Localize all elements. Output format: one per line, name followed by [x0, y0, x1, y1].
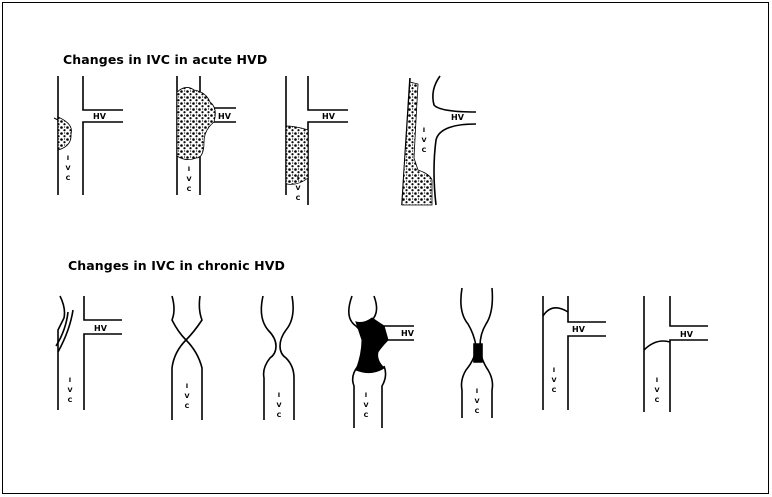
ivc-letter: I — [69, 376, 71, 384]
hv-label: HV — [94, 324, 108, 333]
ivc-label: IVC — [551, 366, 556, 394]
ivc-letter: C — [552, 386, 557, 394]
ivc-letter: C — [277, 411, 282, 419]
ivc-label: IVC — [421, 126, 426, 154]
ivc-letter: C — [66, 174, 71, 182]
hv-lower-wall — [308, 122, 348, 205]
ivc-right-wall — [280, 296, 294, 420]
ivc-upper-right-wall — [372, 296, 377, 320]
ivc-letter: C — [475, 407, 480, 415]
ivc-letter: C — [655, 396, 660, 404]
ivc-label: IVC — [186, 165, 191, 193]
chronic-diagram-1 — [56, 296, 122, 410]
thrombus-chronic — [356, 318, 388, 373]
hv-label: HV — [451, 113, 465, 122]
ivc-letter: V — [276, 401, 281, 409]
ivc-label: IVC — [276, 391, 281, 419]
ivc-letter: C — [68, 396, 73, 404]
hv-lower-wall — [434, 124, 476, 205]
ivc-letter: V — [184, 392, 189, 400]
hv-lower-wall — [568, 336, 606, 410]
acute-diagram-1 — [54, 76, 123, 195]
chronic-diagram-4 — [349, 296, 414, 428]
thrombus-hv-ostium — [177, 87, 215, 159]
hv-upper-wall — [308, 76, 348, 110]
hv-upper-wall — [433, 76, 476, 112]
ivc-letter: V — [551, 376, 556, 384]
hv-upper-wall — [670, 296, 708, 326]
hv-label: HV — [401, 329, 415, 338]
acute-diagram-4 — [402, 76, 476, 205]
ivc-letter: I — [278, 391, 280, 399]
ivc-letter: I — [553, 366, 555, 374]
ivc-letter: V — [363, 401, 368, 409]
ivc-letter: V — [186, 175, 191, 183]
ivc-letter: I — [423, 126, 425, 134]
web-line — [58, 310, 73, 352]
hv-label: HV — [93, 112, 107, 121]
hv-label: HV — [572, 325, 586, 334]
ivc-letter: C — [296, 194, 301, 202]
chronic-diagram-7 — [644, 296, 708, 412]
web-occlusion — [474, 344, 482, 362]
ivc-letter: I — [476, 387, 478, 395]
hv-upper-wall — [568, 296, 606, 322]
thrombus-extensive — [402, 82, 432, 205]
hv-lower-wall — [83, 122, 123, 195]
ivc-letter: C — [185, 402, 190, 410]
thrombus-small — [58, 117, 71, 150]
ivc-label: IVC — [67, 376, 72, 404]
hv-upper-wall — [84, 296, 122, 320]
ivc-left-wall — [261, 296, 276, 420]
ivc-letter: C — [364, 411, 369, 419]
hv-label: HV — [322, 112, 336, 121]
hv-label: HV — [680, 330, 694, 339]
ivc-letter: C — [187, 185, 192, 193]
ivc-letter: V — [67, 386, 72, 394]
ivc-letter: I — [67, 154, 69, 162]
ivc-letter: V — [654, 386, 659, 394]
hv-upper-wall — [83, 76, 123, 110]
ivc-letter: V — [295, 184, 300, 192]
ivc-letter: I — [186, 382, 188, 390]
ivc-label: IVC — [184, 382, 189, 410]
ivc-label: IVC — [474, 387, 479, 415]
ivc-label: IVC — [654, 376, 659, 404]
ivc-letter: V — [65, 164, 70, 172]
ivc-right-wall — [382, 366, 386, 428]
ivc-letter: I — [297, 174, 299, 182]
ivc-letter: V — [421, 136, 426, 144]
membrane — [543, 308, 568, 316]
ivc-letter: I — [365, 391, 367, 399]
ivc-label: IVC — [65, 154, 70, 182]
ivc-letter: I — [656, 376, 658, 384]
membrane — [644, 341, 670, 350]
ivc-label: IVC — [363, 391, 368, 419]
ivc-letter: V — [474, 397, 479, 405]
hv-lower-wall — [670, 340, 708, 412]
hv-lower-wall — [84, 334, 122, 410]
ivc-letter: C — [422, 146, 427, 154]
ivc-letter: I — [188, 165, 190, 173]
ivc-left-wall — [58, 296, 65, 410]
hv-label: HV — [218, 112, 232, 121]
